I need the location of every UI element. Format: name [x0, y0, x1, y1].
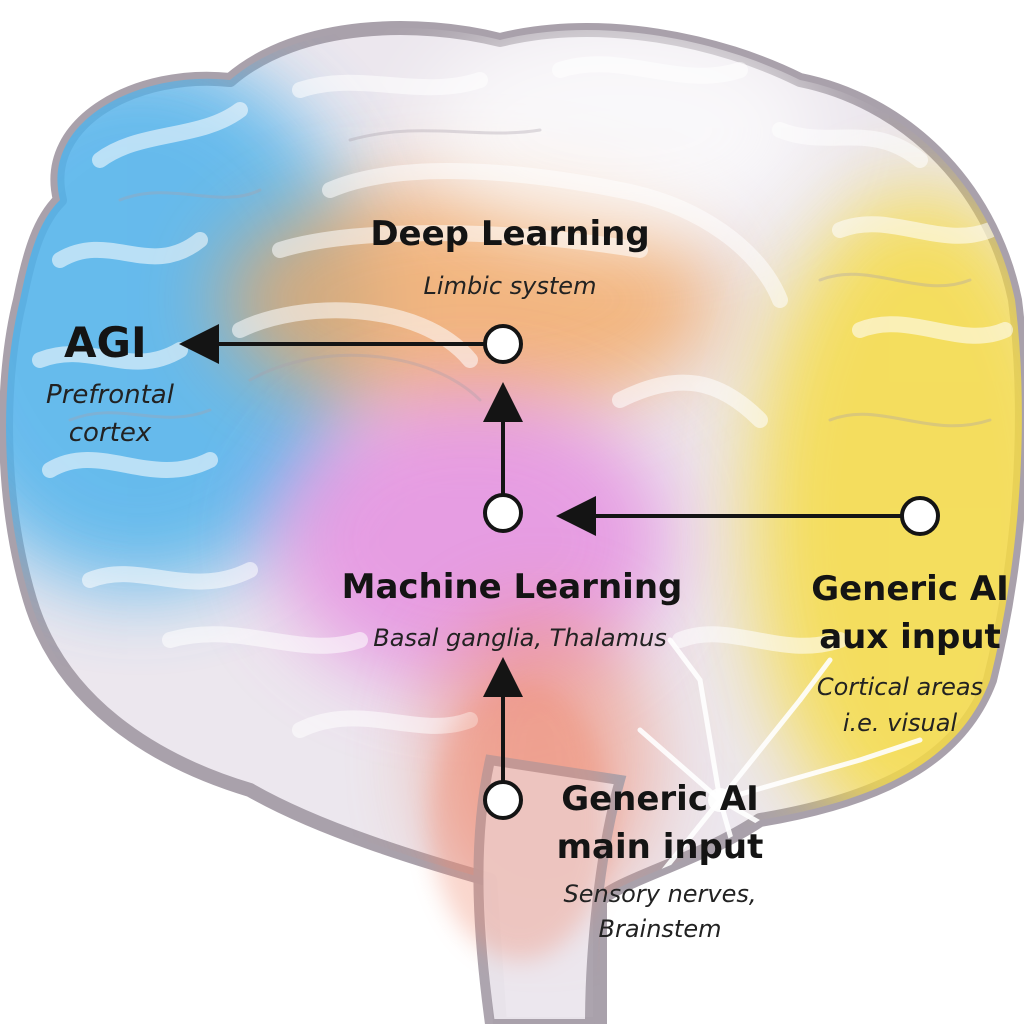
node-circle-icon: [483, 493, 523, 533]
main-input-title-line1: Generic AI: [561, 779, 759, 819]
node-circle-icon: [483, 780, 523, 820]
main-input-subtitle-line1: Sensory nerves,: [563, 880, 757, 908]
agi-title: AGI: [64, 318, 147, 367]
node-circle-icon: [483, 324, 523, 364]
connections: [179, 324, 903, 783]
brain-illustration: [0, 21, 1024, 1024]
machine-learning-title: Machine Learning: [341, 567, 683, 607]
deep-learning-title: Deep Learning: [370, 214, 650, 254]
basal-region: [270, 390, 670, 690]
aux-input-subtitle-line2: i.e. visual: [842, 709, 958, 737]
main-input-title-line2: main input: [556, 827, 764, 867]
deep-learning-subtitle: Limbic system: [423, 272, 597, 300]
aux-input-title-line2: aux input: [819, 617, 1001, 657]
agi-subtitle-line1: Prefrontal: [46, 380, 174, 410]
aux-input-title-line1: Generic AI: [811, 569, 1009, 609]
aux-input-subtitle-line1: Cortical areas: [816, 673, 984, 701]
machine-learning-subtitle: Basal ganglia, Thalamus: [373, 624, 667, 652]
main-input-subtitle-line2: Brainstem: [598, 915, 722, 943]
node-circle-icon: [900, 496, 940, 536]
agi-subtitle-line2: cortex: [68, 418, 152, 448]
